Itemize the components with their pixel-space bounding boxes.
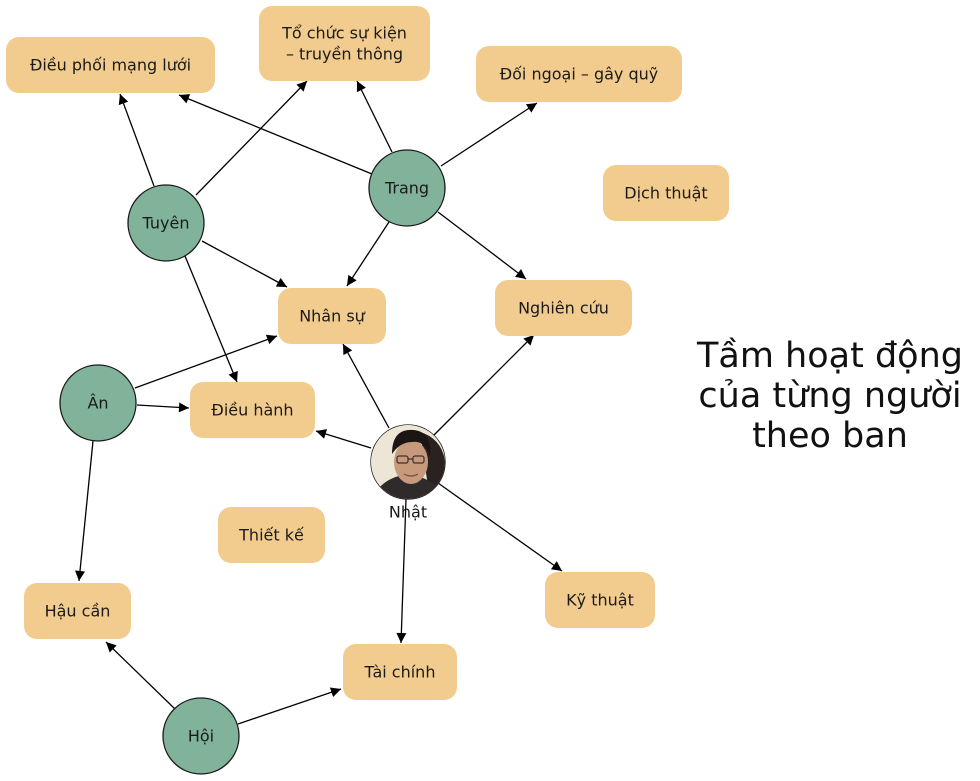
team-node-dieu-phoi: Điều phối mạng lưới [6,37,215,93]
team-label: Thiết kế [238,526,304,545]
team-label: – truyền thông [286,45,403,64]
team-node-dich-thuat: Dịch thuật [603,165,729,221]
team-box [495,280,632,336]
person-circle [127,184,205,262]
edge-nhat-to-nhan-su [342,343,390,429]
team-box [476,46,682,102]
edge-hoi-to-tai-chinh [237,687,342,725]
team-label: Điều hành [211,401,293,420]
team-label: Dịch thuật [624,184,707,203]
edge-an-to-nhan-su [134,334,278,389]
person-label: Tuyên [142,214,190,233]
edge-nhat-to-dieu-hanh [315,429,372,449]
edge-tuyen-to-nhan-su [201,240,288,288]
team-box [343,644,457,700]
edge-nhat-to-nghien-cuu [433,334,535,436]
team-node-tai-chinh: Tài chính [343,644,457,700]
team-box [545,572,655,628]
person-label: Nhật [389,503,427,522]
person-label: Ân [87,394,108,413]
title-line-1: Tầm hoạt động [697,336,963,376]
team-node-to-chuc: Tổ chức sự kiện – truyền thông [259,6,430,81]
title-line-2: của từng người [698,376,962,416]
teams-layer: Điều phối mạng lưới Tổ chức sự kiện – truy… [6,6,729,700]
team-box [278,288,386,344]
team-box [218,507,325,563]
team-box [603,165,729,221]
team-box [190,382,315,438]
edges-layer [75,80,563,725]
person-node-tuyen: Tuyên [127,184,205,262]
team-label: Tài chính [364,663,436,682]
edge-trang-to-doi-ngoai [440,102,538,167]
team-box [259,6,430,81]
edge-tuyen-to-dieu-hanh [184,255,238,383]
person-circle [162,697,240,775]
edge-nhat-to-ky-thuat [437,482,563,572]
edge-trang-to-dieu-phoi [178,94,373,175]
person-node-hoi: Hội [162,697,240,775]
person-node-nhat: Nhật [370,424,446,522]
edge-tuyen-to-to-chuc [195,80,308,196]
edge-trang-to-nghien-cuu [437,211,527,280]
edge-tuyen-to-dieu-phoi [118,93,155,187]
edge-nhat-to-tai-chinh [396,498,407,644]
person-label: Trang [384,179,429,198]
team-label: Nghiên cứu [518,299,609,318]
team-box [6,37,215,93]
team-label: Kỹ thuật [566,591,634,610]
edge-an-to-hau-can [75,440,94,582]
person-circle [59,364,137,442]
team-label: Đối ngoại – gây quỹ [500,65,659,84]
diagram-title: Tầm hoạt động của từng người theo ban [680,336,980,456]
edge-trang-to-to-chuc [356,80,393,153]
team-node-doi-ngoai: Đối ngoại – gây quỹ [476,46,682,102]
person-node-trang: Trang [368,149,446,227]
team-label: Điều phối mạng lưới [30,56,191,75]
team-node-nghien-cuu: Nghiên cứu [495,280,632,336]
person-label: Hội [188,727,214,746]
team-node-thiet-ke: Thiết kế [218,507,325,563]
team-node-nhan-su: Nhân sự [278,288,386,344]
team-label: Hậu cần [45,602,111,621]
team-label: Nhân sự [299,307,365,326]
team-node-ky-thuat: Kỹ thuật [545,572,655,628]
person-circle [368,149,446,227]
team-node-hau-can: Hậu cần [24,583,131,639]
team-label: Tổ chức sự kiện [281,24,407,43]
person-node-an: Ân [59,364,137,442]
edge-an-to-dieu-hanh [136,402,190,413]
edge-hoi-to-hau-can [105,641,176,710]
title-line-3: theo ban [752,416,908,456]
team-node-dieu-hanh: Điều hành [190,382,315,438]
edge-trang-to-nhan-su [346,221,390,287]
team-box [24,583,131,639]
